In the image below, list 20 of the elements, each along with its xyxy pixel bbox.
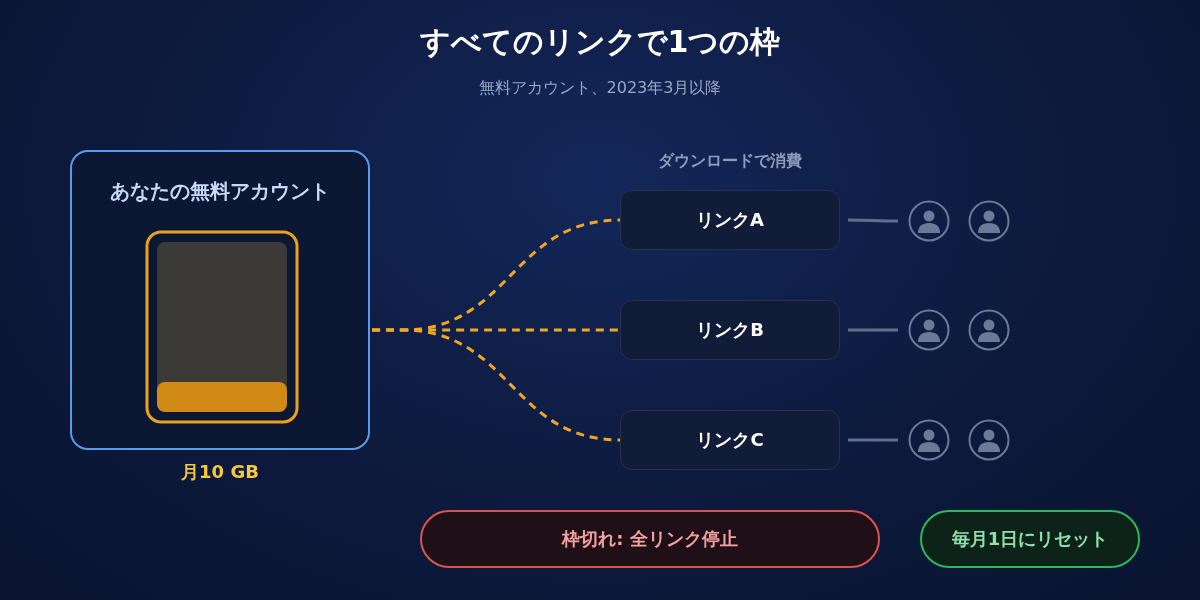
title: すべてのリンクで1つの枠 [418,23,782,61]
node-text: リンクA [696,208,764,232]
link-box [620,410,840,470]
link-box [620,300,840,360]
section-label: ダウンロードで消費 [657,151,803,172]
node-text: リンクB [696,318,764,342]
connector [372,328,621,442]
quota-label: 月10 GB [180,460,260,484]
connector [848,438,898,442]
subtitle: 無料アカウント、2023年3月以降 [477,78,723,99]
heading: あなたの無料アカウント [109,178,331,205]
node-text: リンクC [696,428,764,452]
link-box [620,190,840,250]
connector [848,218,898,223]
node-text: 毎月1日にリセット [951,527,1109,551]
account-box [70,150,370,450]
alert-pill [420,510,880,568]
status-pill [920,510,1140,568]
node-text: 枠切れ: 全リンク停止 [562,527,738,551]
connector [848,328,898,332]
